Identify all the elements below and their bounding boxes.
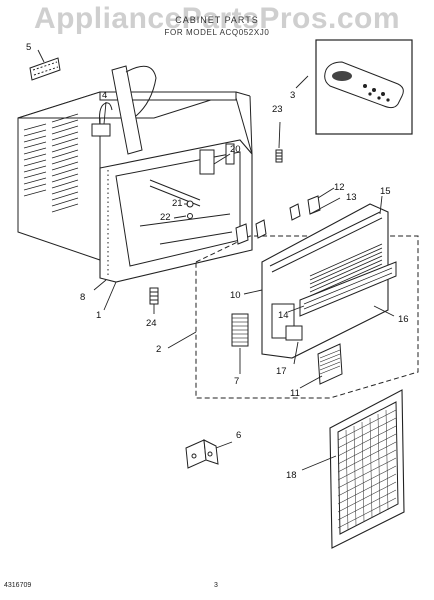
callout-3: 3 bbox=[290, 90, 295, 101]
part-23-screw bbox=[275, 149, 283, 163]
part-11-access-door bbox=[317, 343, 343, 385]
callout-2: 2 bbox=[156, 344, 161, 355]
part-13-clip bbox=[235, 219, 267, 245]
callout-15: 15 bbox=[380, 186, 391, 197]
callout-leaders bbox=[37, 49, 395, 471]
part-12-clip bbox=[289, 195, 321, 221]
diagram-title: CABINET PARTS bbox=[175, 15, 259, 25]
part-2-front-assembly-outline bbox=[195, 235, 419, 399]
callout-10: 10 bbox=[230, 290, 241, 301]
callout-8: 8 bbox=[80, 292, 85, 303]
callout-12: 12 bbox=[334, 182, 345, 193]
part-5-label-sticker bbox=[29, 57, 61, 81]
page-number: 3 bbox=[214, 582, 218, 589]
callout-14: 14 bbox=[278, 310, 289, 321]
watermark: AppliancePartsPros.com bbox=[33, 2, 401, 35]
callout-22: 22 bbox=[160, 212, 171, 223]
callout-5: 5 bbox=[26, 42, 31, 53]
part-7-filter-pad bbox=[231, 313, 249, 347]
part-10-front-panel bbox=[261, 203, 397, 359]
callout-1: 1 bbox=[96, 310, 101, 321]
diagram-subtitle: FOR MODEL ACQ052XJ0 bbox=[164, 28, 270, 37]
callout-6: 6 bbox=[236, 430, 241, 441]
callout-21: 21 bbox=[172, 198, 183, 209]
callout-11: 11 bbox=[290, 388, 300, 399]
callout-24: 24 bbox=[146, 318, 157, 329]
part-3-remote-control bbox=[315, 39, 413, 135]
callout-20: 20 bbox=[230, 144, 241, 155]
part-22-screw bbox=[187, 213, 193, 219]
part-6-mounting-bracket bbox=[185, 439, 219, 469]
part-1-cabinet bbox=[17, 65, 253, 283]
callout-4: 4 bbox=[102, 90, 107, 101]
callout-7: 7 bbox=[234, 376, 239, 387]
part-18-air-filter bbox=[329, 389, 405, 549]
part-24-spacer bbox=[149, 287, 159, 305]
callout-13: 13 bbox=[346, 192, 357, 203]
callout-23: 23 bbox=[272, 104, 283, 115]
callout-16: 16 bbox=[398, 314, 409, 325]
document-number: 4316709 bbox=[4, 582, 32, 589]
callout-17: 17 bbox=[276, 366, 287, 377]
callout-18: 18 bbox=[286, 470, 297, 481]
